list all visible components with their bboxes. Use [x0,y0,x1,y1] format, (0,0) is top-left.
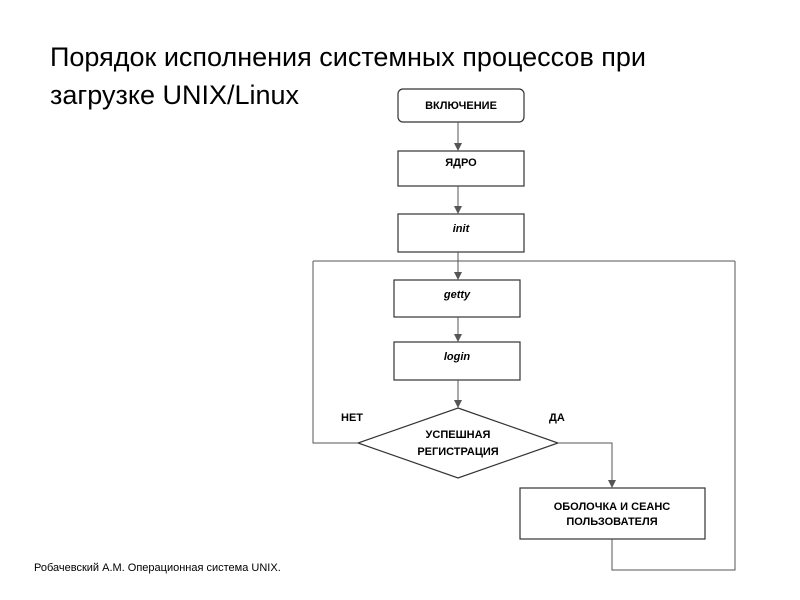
edge-label-yes: ДА [549,412,565,424]
slide-title: Порядок исполнения системных процессов п… [50,38,770,114]
node-decision [356,407,560,479]
slide-title-line1: Порядок исполнения системных процессов п… [50,42,647,72]
edge-no-loop [312,261,358,444]
node-getty-label: getty [443,289,471,301]
node-decision-label-line1: УСПЕШНАЯ [426,429,491,441]
edge-yes-shell [558,442,616,488]
node-decision-label-line2: РЕГИСТРАЦИЯ [417,446,498,458]
node-init-label: init [453,223,471,235]
node-shell-label-line1: ОБОЛОЧКА И СЕАНС [554,501,671,513]
node-kernel-label: ЯДРО [445,157,477,169]
node-login-label: login [444,351,471,363]
node-power-on [397,88,525,123]
slide-footer: Робачевский А.М. Операционная система UN… [34,562,281,574]
node-login [393,341,521,381]
node-init [397,213,525,253]
slide-title-line2: загрузке UNIX/Linux [50,80,300,110]
node-shell [519,487,706,540]
edge-shell-loop [611,261,736,571]
node-getty [393,279,521,318]
edge-label-no: НЕТ [341,412,363,424]
node-kernel [397,150,525,187]
node-shell-label-line2: ПОЛЬЗОВАТЕЛЯ [566,516,657,528]
node-power-on-label: ВКЛЮЧЕНИЕ [425,100,497,112]
